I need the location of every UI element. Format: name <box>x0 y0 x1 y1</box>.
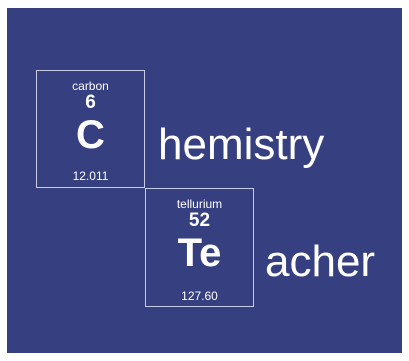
element-symbol: Te <box>177 231 222 275</box>
word-remainder-hemistry: hemistry <box>158 120 325 169</box>
element-tile-carbon: carbon 6 C 12.011 <box>36 70 145 188</box>
element-name: carbon <box>72 79 109 93</box>
element-tile-tellurium: tellurium 52 Te 127.60 <box>145 188 254 307</box>
atomic-number: 6 <box>85 92 96 113</box>
word-remainder-acher: acher <box>265 237 376 286</box>
element-name: tellurium <box>176 197 223 211</box>
chemistry-teacher-graphic: carbon 6 C 12.011 hemistry tellurium 52 … <box>7 8 402 353</box>
atomic-mass: 12.011 <box>72 169 109 183</box>
element-symbol: C <box>76 113 105 157</box>
atomic-mass: 127.60 <box>181 289 218 303</box>
atomic-number: 52 <box>188 210 211 231</box>
